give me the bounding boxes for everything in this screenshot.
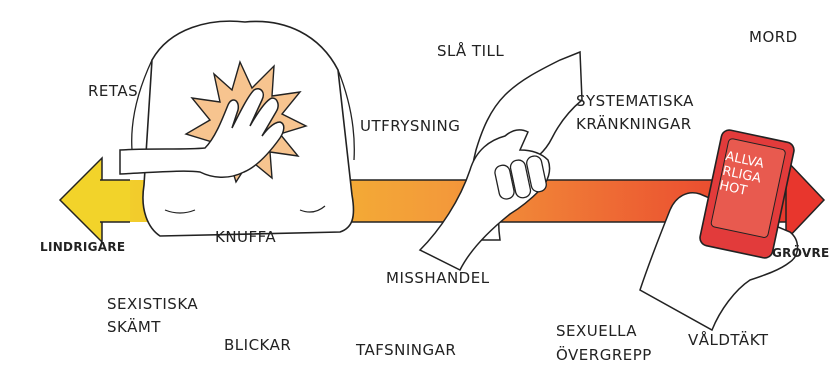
label-sexuella: SEXUELLA	[556, 322, 637, 340]
label-retas: RETAS	[88, 82, 138, 100]
arrow-right-icon	[786, 160, 824, 240]
label-grovre: GRÖVRE	[772, 246, 830, 260]
label-mord: MORD	[749, 28, 798, 46]
label-sexistiska: SEXISTISKA	[107, 295, 198, 313]
phone-hand	[640, 129, 798, 330]
label-blickar: BLICKAR	[224, 336, 291, 354]
label-misshandel: MISSHANDEL	[386, 269, 490, 287]
label-sla-till: SLÅ TILL	[437, 42, 504, 60]
label-tafsningar: TAFSNINGAR	[356, 341, 456, 359]
label-skamt: SKÄMT	[107, 318, 161, 336]
label-overgrepp: ÖVERGREPP	[556, 346, 652, 364]
label-systematiska: SYSTEMATISKA	[576, 92, 694, 110]
label-utfrysning: UTFRYSNING	[360, 117, 460, 135]
label-lindrigare: LINDRIGARE	[40, 240, 125, 254]
label-valdtakt: VÅLDTÄKT	[688, 331, 769, 349]
grabbing-arm	[420, 52, 582, 270]
label-knuffa: KNUFFA	[215, 228, 276, 246]
label-krankningar: KRÄNKNINGAR	[576, 115, 692, 133]
